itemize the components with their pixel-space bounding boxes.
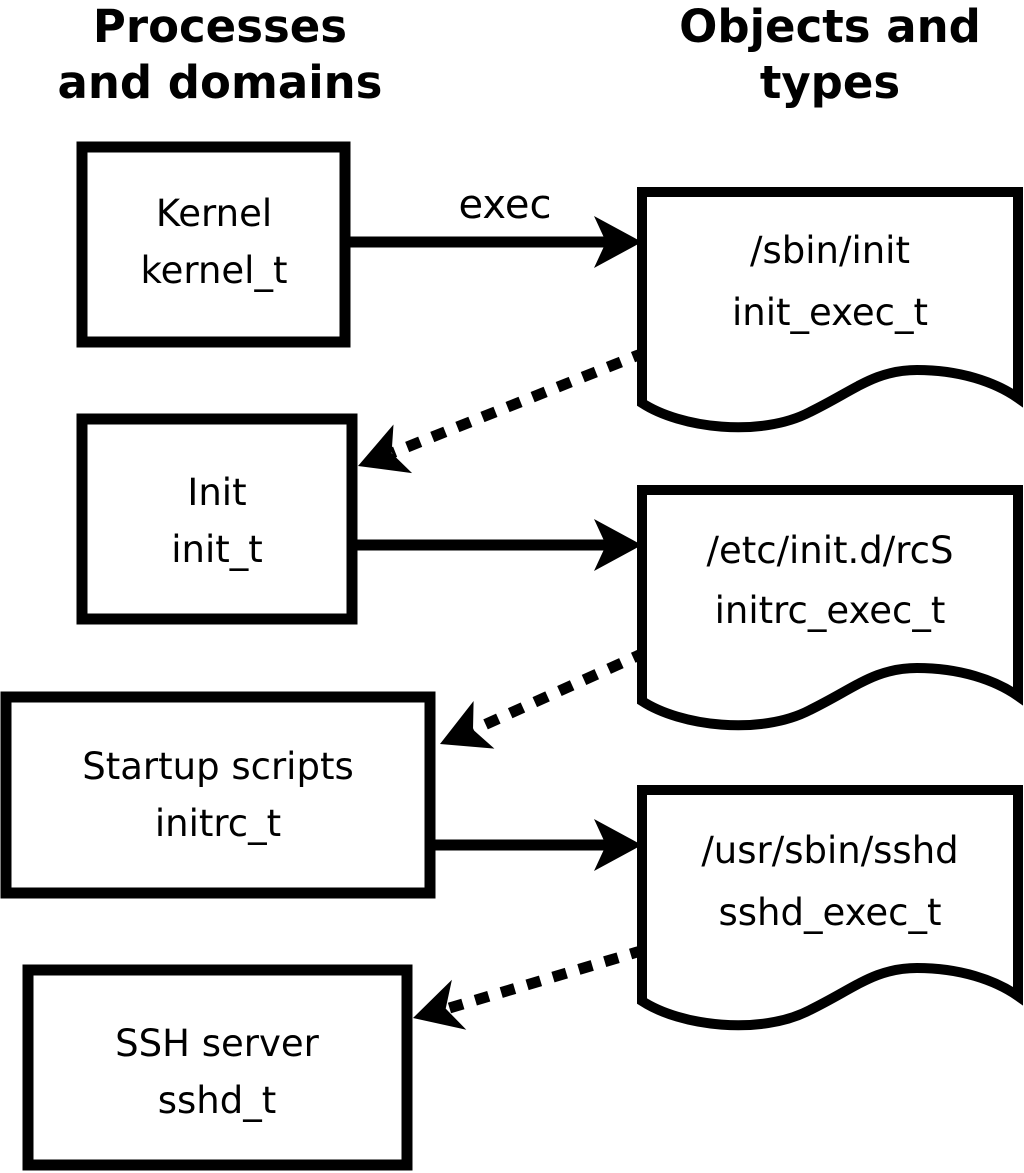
header-left-line1: Processes — [93, 0, 347, 53]
process-box — [76, 413, 358, 625]
header-left-line2: and domains — [58, 56, 383, 109]
object-path: /usr/sbin/sshd — [701, 829, 958, 872]
arrow-line — [444, 944, 646, 1015]
header-right-line1: Objects and — [679, 0, 981, 53]
object-type: init_exec_t — [732, 291, 928, 334]
column-header-objects: Objects and types — [679, 0, 981, 109]
transition-arrow-sshd-exec-to-sshd — [413, 944, 646, 1030]
process-box — [22, 964, 413, 1171]
process-type: kernel_t — [141, 249, 288, 292]
process-label: Init — [187, 471, 246, 514]
process-type: sshd_t — [158, 1079, 277, 1122]
document-shape — [637, 187, 1023, 433]
exec-arrow-init-to-initrc-exec — [352, 519, 642, 571]
process-box — [0, 691, 436, 899]
object-type: initrc_exec_t — [715, 589, 946, 632]
process-node-init: Init init_t — [76, 413, 358, 625]
process-node-ssh-server: SSH server sshd_t — [22, 964, 413, 1171]
exec-label: exec — [459, 182, 552, 228]
process-node-kernel: Kernel kernel_t — [76, 141, 351, 348]
arrowhead-icon — [440, 701, 495, 749]
arrow-line — [389, 346, 649, 459]
exec-arrow-kernel-to-init-exec: exec — [345, 182, 642, 268]
arrowhead-icon — [594, 216, 642, 268]
transition-arrow-initrc-exec-to-initrc — [440, 646, 649, 749]
arrowhead-icon — [358, 424, 413, 474]
arrowhead-icon — [594, 519, 642, 571]
process-node-startup-scripts: Startup scripts initrc_t — [0, 691, 436, 899]
process-type: init_t — [171, 528, 263, 571]
header-right-line2: types — [760, 56, 900, 109]
document-shape — [637, 485, 1023, 731]
transition-arrow-init-exec-to-init — [358, 346, 649, 474]
object-node-initrc-exec: /etc/init.d/rcS initrc_exec_t — [637, 485, 1023, 731]
exec-arrow-initrc-to-sshd-exec — [430, 819, 642, 871]
object-type: sshd_exec_t — [719, 891, 942, 934]
arrow-line — [470, 646, 649, 736]
process-box — [76, 141, 351, 348]
document-shape — [637, 785, 1023, 1031]
arrowhead-icon — [413, 979, 467, 1030]
object-path: /sbin/init — [750, 229, 910, 272]
process-label: Kernel — [156, 192, 272, 235]
process-label: Startup scripts — [82, 745, 353, 788]
process-type: initrc_t — [155, 802, 281, 845]
process-label: SSH server — [115, 1022, 319, 1065]
arrowhead-icon — [594, 819, 642, 871]
column-header-processes: Processes and domains — [58, 0, 383, 109]
object-node-sshd-exec: /usr/sbin/sshd sshd_exec_t — [637, 785, 1023, 1031]
object-path: /etc/init.d/rcS — [706, 529, 953, 572]
object-node-init-exec: /sbin/init init_exec_t — [637, 187, 1023, 433]
